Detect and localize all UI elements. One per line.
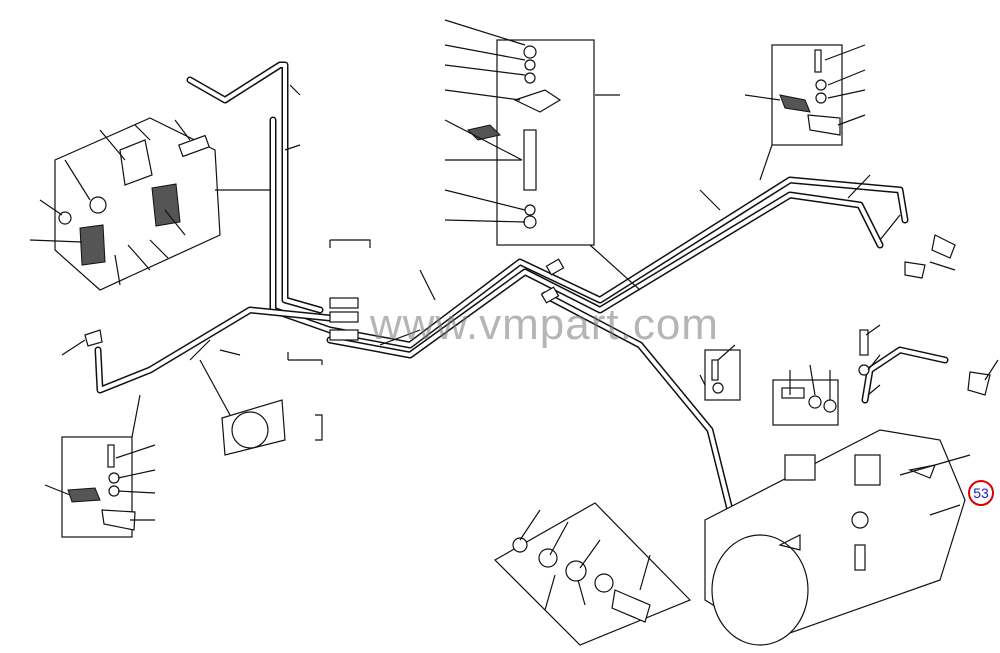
fuel-tank — [704, 429, 966, 646]
part-callout-53[interactable]: 53 — [968, 480, 994, 506]
small-parts — [58, 45, 870, 623]
pipe-bundle — [94, 61, 949, 524]
watermark-text: www.vmpart.com — [370, 300, 719, 349]
fittings — [84, 234, 991, 396]
detail-boxes — [54, 39, 843, 646]
leader-lines — [29, 19, 999, 611]
